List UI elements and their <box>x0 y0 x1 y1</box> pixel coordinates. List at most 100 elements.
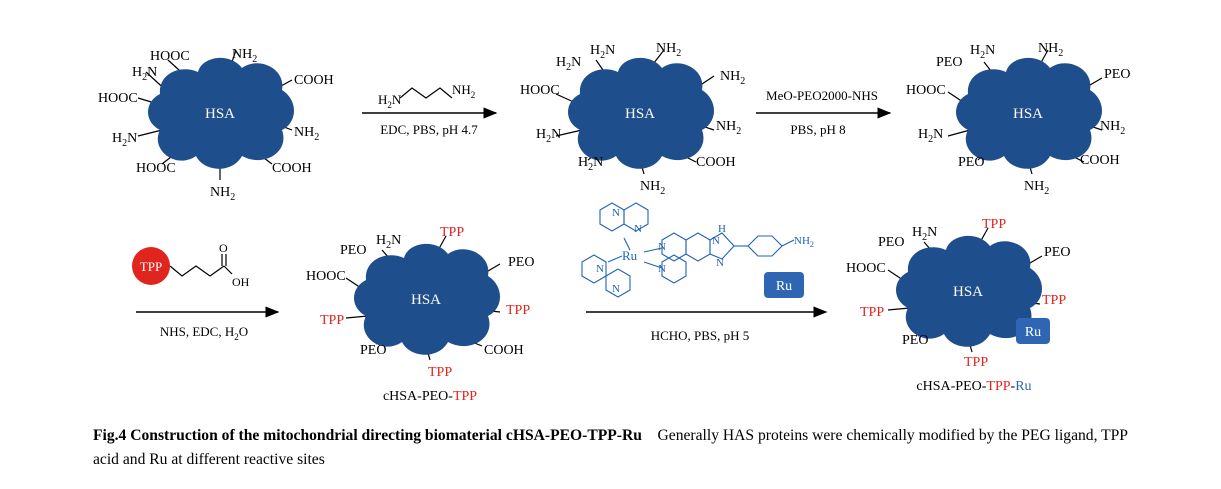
svg-text:HSA: HSA <box>1013 106 1043 122</box>
svg-text:N: N <box>712 235 720 247</box>
protein-2-groups: H2N H2N NH2 NH2 HOOC H2N NH2 H2N COOH NH… <box>520 41 745 197</box>
svg-text:NH2: NH2 <box>232 47 257 65</box>
svg-text:H2N: H2N <box>912 225 937 243</box>
protein-label: HSA <box>205 106 235 122</box>
product-3-name: cHSA-PEO-TPP <box>383 389 477 404</box>
svg-text:OH: OH <box>232 275 250 289</box>
svg-text:TPP: TPP <box>860 305 884 320</box>
svg-text:HOOC: HOOC <box>98 91 138 106</box>
svg-text:NH2: NH2 <box>1038 41 1063 59</box>
svg-text:NH2: NH2 <box>210 185 235 203</box>
ru-complex-labels: Ru N N N N N N H N N NH2 <box>596 207 814 295</box>
protein-4-groups: PEO H2N TPP PEO HOOC TPP TPP PEO COOH TP… <box>306 225 534 404</box>
svg-text:NH2: NH2 <box>656 41 681 59</box>
svg-text:N: N <box>658 263 666 275</box>
svg-text:PEO: PEO <box>902 333 928 348</box>
svg-text:H2N: H2N <box>556 55 581 73</box>
svg-text:HSA: HSA <box>625 106 655 122</box>
svg-text:PEO: PEO <box>340 243 366 258</box>
svg-text:H2N: H2N <box>578 155 603 173</box>
svg-text:HOOC: HOOC <box>136 161 176 176</box>
tpp-circle <box>132 247 170 285</box>
ru-complex-structure <box>581 202 795 298</box>
svg-text:TPP: TPP <box>506 303 530 318</box>
reaction-scheme: HSA HOOC H2N HOOC H2N HOOC NH2 COOH NH2 … <box>98 41 1130 404</box>
svg-text:H2N: H2N <box>536 127 561 145</box>
svg-text:PBS, pH 8: PBS, pH 8 <box>790 122 845 137</box>
svg-text:HOOC: HOOC <box>906 83 946 98</box>
svg-text:HOOC: HOOC <box>150 49 190 64</box>
svg-text:EDC, PBS, pH 4.7: EDC, PBS, pH 4.7 <box>380 122 478 137</box>
svg-text:O: O <box>219 241 228 255</box>
svg-text:MeO-PEO2000-NHS: MeO-PEO2000-NHS <box>766 88 878 103</box>
protein-hsa-2: HSA <box>555 49 715 175</box>
svg-text:PEO: PEO <box>878 235 904 250</box>
svg-text:NH2: NH2 <box>452 82 475 100</box>
svg-text:NH2: NH2 <box>640 179 665 197</box>
svg-text:TPP: TPP <box>1042 293 1066 308</box>
svg-text:COOH: COOH <box>484 343 524 358</box>
svg-text:HSA: HSA <box>953 284 983 300</box>
svg-text:PEO: PEO <box>360 343 386 358</box>
figure-description: Generally HAS proteins were chemically m… <box>93 427 1128 468</box>
protein-5-groups: PEO H2N TPP PEO HOOC TPP TPP PEO TPP cHS… <box>846 217 1070 394</box>
svg-text:PEO: PEO <box>936 55 962 70</box>
svg-text:TPP: TPP <box>440 225 464 240</box>
svg-text:PEO: PEO <box>958 155 984 170</box>
figure-caption: Fig.4 Construction of the mitochondrial … <box>93 424 1153 472</box>
svg-text:N: N <box>658 241 666 253</box>
svg-text:NH2: NH2 <box>720 69 745 87</box>
figure-title: Fig.4 Construction of the mitochondrial … <box>93 427 642 444</box>
svg-text:H2N: H2N <box>590 43 615 61</box>
svg-text:Ru: Ru <box>776 279 792 294</box>
svg-text:PEO: PEO <box>1104 67 1130 82</box>
svg-text:HCHO, PBS, pH 5: HCHO, PBS, pH 5 <box>651 328 750 343</box>
svg-text:NH2: NH2 <box>1100 119 1125 137</box>
svg-text:PEO: PEO <box>508 255 534 270</box>
ru-attached-tag: Ru <box>1016 318 1050 344</box>
svg-text:Ru: Ru <box>1025 325 1041 340</box>
svg-text:N: N <box>612 207 620 219</box>
svg-text:TPP: TPP <box>428 365 452 380</box>
protein-hsa-4: HSA <box>345 235 501 361</box>
svg-text:H: H <box>718 223 726 235</box>
svg-text:NH2: NH2 <box>794 235 814 249</box>
svg-text:TPP: TPP <box>140 259 162 274</box>
reaction-arrow-2: MeO-PEO2000-NHS PBS, pH 8 <box>756 88 892 137</box>
svg-text:NH2: NH2 <box>294 125 319 143</box>
svg-text:TPP: TPP <box>320 313 344 328</box>
protein-3-groups: PEO H2N NH2 PEO HOOC H2N NH2 PEO COOH NH… <box>906 41 1130 197</box>
protein-hsa-3: HSA <box>947 49 1103 175</box>
svg-text:H2N: H2N <box>132 65 157 83</box>
svg-text:HSA: HSA <box>411 292 441 308</box>
svg-text:H2N: H2N <box>970 43 995 61</box>
svg-text:HOOC: HOOC <box>846 261 886 276</box>
reaction-arrow-3: TPP O OH NHS, EDC, H2O <box>132 241 280 342</box>
svg-text:COOH: COOH <box>1080 153 1120 168</box>
svg-text:H2N: H2N <box>918 127 943 145</box>
svg-text:TPP: TPP <box>982 217 1006 232</box>
svg-text:N: N <box>634 223 642 235</box>
svg-text:NHS, EDC, H2O: NHS, EDC, H2O <box>160 324 248 342</box>
svg-text:HOOC: HOOC <box>520 83 560 98</box>
svg-text:HOOC: HOOC <box>306 269 346 284</box>
svg-text:NH2: NH2 <box>716 119 741 137</box>
svg-text:N: N <box>596 263 604 275</box>
svg-text:H2N: H2N <box>378 92 402 110</box>
svg-text:COOH: COOH <box>272 161 312 176</box>
svg-text:H2N: H2N <box>376 233 401 251</box>
svg-text:H2N: H2N <box>112 131 137 149</box>
ru-complex-tag: Ru <box>764 272 804 298</box>
reaction-arrow-1: H2N NH2 EDC, PBS, pH 4.7 <box>362 82 498 137</box>
protein-hsa-1: HSA <box>137 49 294 180</box>
product-4-name: cHSA-PEO-TPP-Ru <box>916 379 1031 394</box>
protein-1-groups: HOOC H2N HOOC H2N HOOC NH2 COOH NH2 COOH… <box>98 47 334 203</box>
svg-text:COOH: COOH <box>696 155 736 170</box>
svg-text:PEO: PEO <box>1044 245 1070 260</box>
svg-text:TPP: TPP <box>964 355 988 370</box>
svg-text:Ru: Ru <box>622 248 638 263</box>
reaction-arrow-4: HCHO, PBS, pH 5 <box>586 306 828 343</box>
svg-text:N: N <box>716 257 724 269</box>
svg-text:COOH: COOH <box>294 73 334 88</box>
svg-text:NH2: NH2 <box>1024 179 1049 197</box>
